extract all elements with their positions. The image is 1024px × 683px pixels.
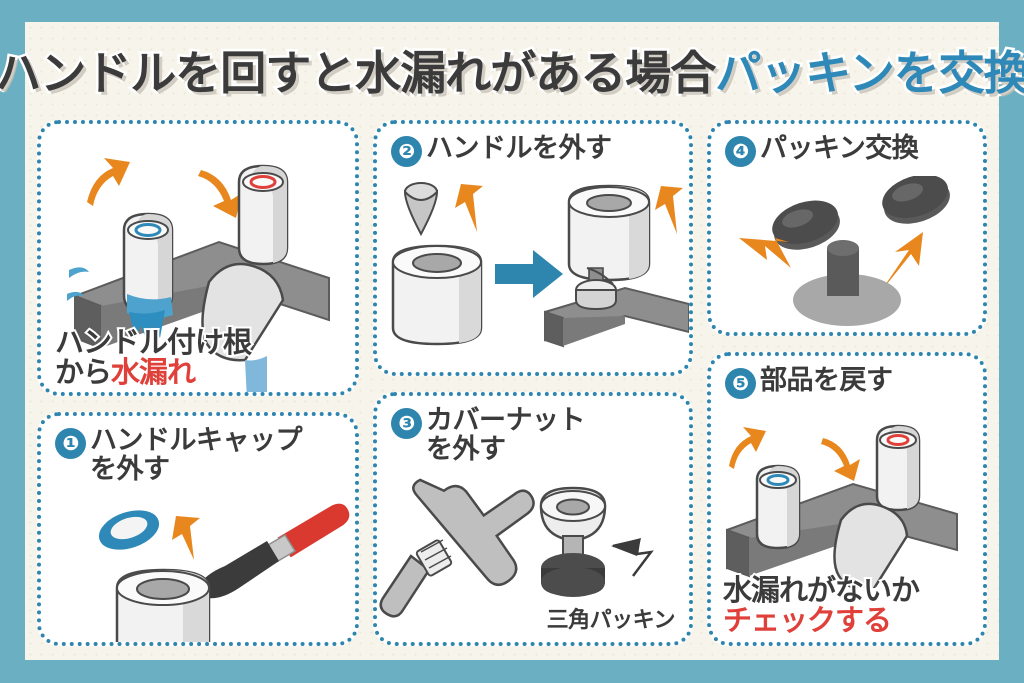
- step-5-panel: ❺ 部品を戻す: [707, 352, 987, 646]
- triangle-packing: [541, 553, 605, 597]
- adjustable-wrench-icon: [379, 478, 535, 618]
- install-arrow-icon: [879, 232, 923, 294]
- cold-ring-icon: [766, 474, 790, 486]
- thumbwheel-grooves: [420, 539, 452, 569]
- hot-handle: [237, 164, 289, 266]
- cover-nut: [539, 486, 607, 563]
- step-3-heading-line2: を外す: [426, 434, 506, 466]
- leak-caption-line2-red: 水漏れ: [109, 355, 198, 390]
- handle-removal-illustration: [391, 182, 689, 348]
- step-2-badge: ❷: [391, 136, 422, 167]
- step-3-badge: ❸: [391, 408, 422, 439]
- step-5-heading-line1: 部品を戻す: [760, 365, 893, 396]
- cold-ring-icon: [134, 223, 162, 237]
- step-5-badge: ❺: [725, 368, 756, 399]
- spout-water-stream: [245, 356, 267, 392]
- step-1-panel: ❶ ハンドルキャップ を外す: [37, 412, 359, 646]
- rotate-arrow-left-icon: [87, 158, 130, 206]
- lift-arrow-right-icon: [655, 186, 683, 234]
- handle-screw-icon: [403, 182, 439, 237]
- page-title-dark: ハンドルを回すと水漏れがある場合: [0, 46, 719, 100]
- water-splash-2: [67, 291, 84, 301]
- step-1-heading-line2: を外す: [90, 454, 170, 486]
- step-4-heading: ❹ パッキン交換: [725, 134, 975, 167]
- step-3-heading: ❸ カバーナット を外す: [391, 406, 681, 464]
- step-2-panel: ❷ ハンドルを外す: [373, 120, 693, 376]
- step-4-heading-line1: パッキン交換: [760, 133, 919, 164]
- hot-handle: [875, 424, 921, 512]
- step-1-heading-line1: ハンドルキャップ: [90, 425, 303, 456]
- step-1-heading: ❶ ハンドルキャップ を外す: [55, 426, 347, 484]
- step-5-caption-line1: 水漏れがないか: [721, 572, 922, 607]
- step-1-badge: ❶: [55, 428, 86, 459]
- water-splash-1: [69, 267, 89, 278]
- handle-cylinder-lifted: [567, 184, 651, 282]
- rotate-arrow-right-icon: [198, 170, 242, 218]
- screwdriver-icon: [196, 503, 350, 599]
- remove-arrow-icon: [739, 238, 791, 268]
- wrench-cover-nut-illustration: [379, 478, 654, 618]
- new-packing: [882, 176, 950, 224]
- faucet-spout: [833, 502, 909, 588]
- step-2-heading-line1: ハンドルを外す: [426, 133, 612, 164]
- step-3-heading-line1: カバーナット: [426, 405, 586, 436]
- step-4-badge: ❹: [725, 136, 756, 167]
- infographic-frame: ハンドルを回すと水漏れがある場合パッキンを交換: [0, 22, 1024, 660]
- spindle-nut: [575, 267, 617, 311]
- step-4-panel: ❹ パッキン交換: [707, 120, 987, 336]
- water-leak: [67, 267, 173, 342]
- lift-arrow-left-icon: [455, 184, 483, 232]
- handle-cap-ring: [98, 510, 160, 550]
- handle-cylinder-before: [391, 244, 483, 346]
- faucet-leaking-illustration: [67, 158, 330, 392]
- hot-ring-icon: [886, 434, 910, 446]
- old-packing: [772, 200, 840, 250]
- pop-off-arrow-icon: [172, 516, 200, 560]
- cold-handle: [755, 464, 801, 550]
- leak-caption: ハンドル付け根 から水漏れ: [53, 324, 254, 390]
- page-title-accent: パッキンを交換: [713, 46, 1024, 100]
- spindle-base: [793, 240, 901, 326]
- step-5-heading: ❺ 部品を戻す: [725, 366, 975, 399]
- handle-cap-screwdriver-illustration: [98, 503, 350, 642]
- step-3-panel: ❸ カバーナット を外す: [373, 392, 693, 646]
- handle-body: [115, 568, 211, 642]
- leak-caption-line1: ハンドル付け根: [53, 324, 254, 359]
- step-2-heading: ❷ ハンドルを外す: [391, 134, 681, 167]
- faucet-reassembled-illustration: [726, 424, 958, 588]
- hot-ring-icon: [249, 175, 277, 189]
- leak-diagnosis-panel: ハンドル付け根 から水漏れ: [37, 120, 359, 396]
- rotate-arrow-left-icon: [729, 427, 766, 469]
- alignment-line: [586, 267, 614, 285]
- page-title: ハンドルを回すと水漏れがある場合パッキンを交換: [0, 42, 1024, 104]
- triangle-packing-label: 三角パッキン: [546, 608, 676, 633]
- next-step-arrow-icon: [495, 250, 563, 298]
- leak-caption-line2-dark: から: [53, 355, 114, 390]
- annotation-arrowhead-icon: [611, 538, 641, 556]
- rotate-arrow-right-icon: [821, 438, 860, 481]
- step-5-caption-line2: チェックする: [721, 603, 894, 638]
- step-5-caption: 水漏れがないか チェックする: [721, 572, 922, 638]
- packing-replacement-illustration: [739, 176, 950, 326]
